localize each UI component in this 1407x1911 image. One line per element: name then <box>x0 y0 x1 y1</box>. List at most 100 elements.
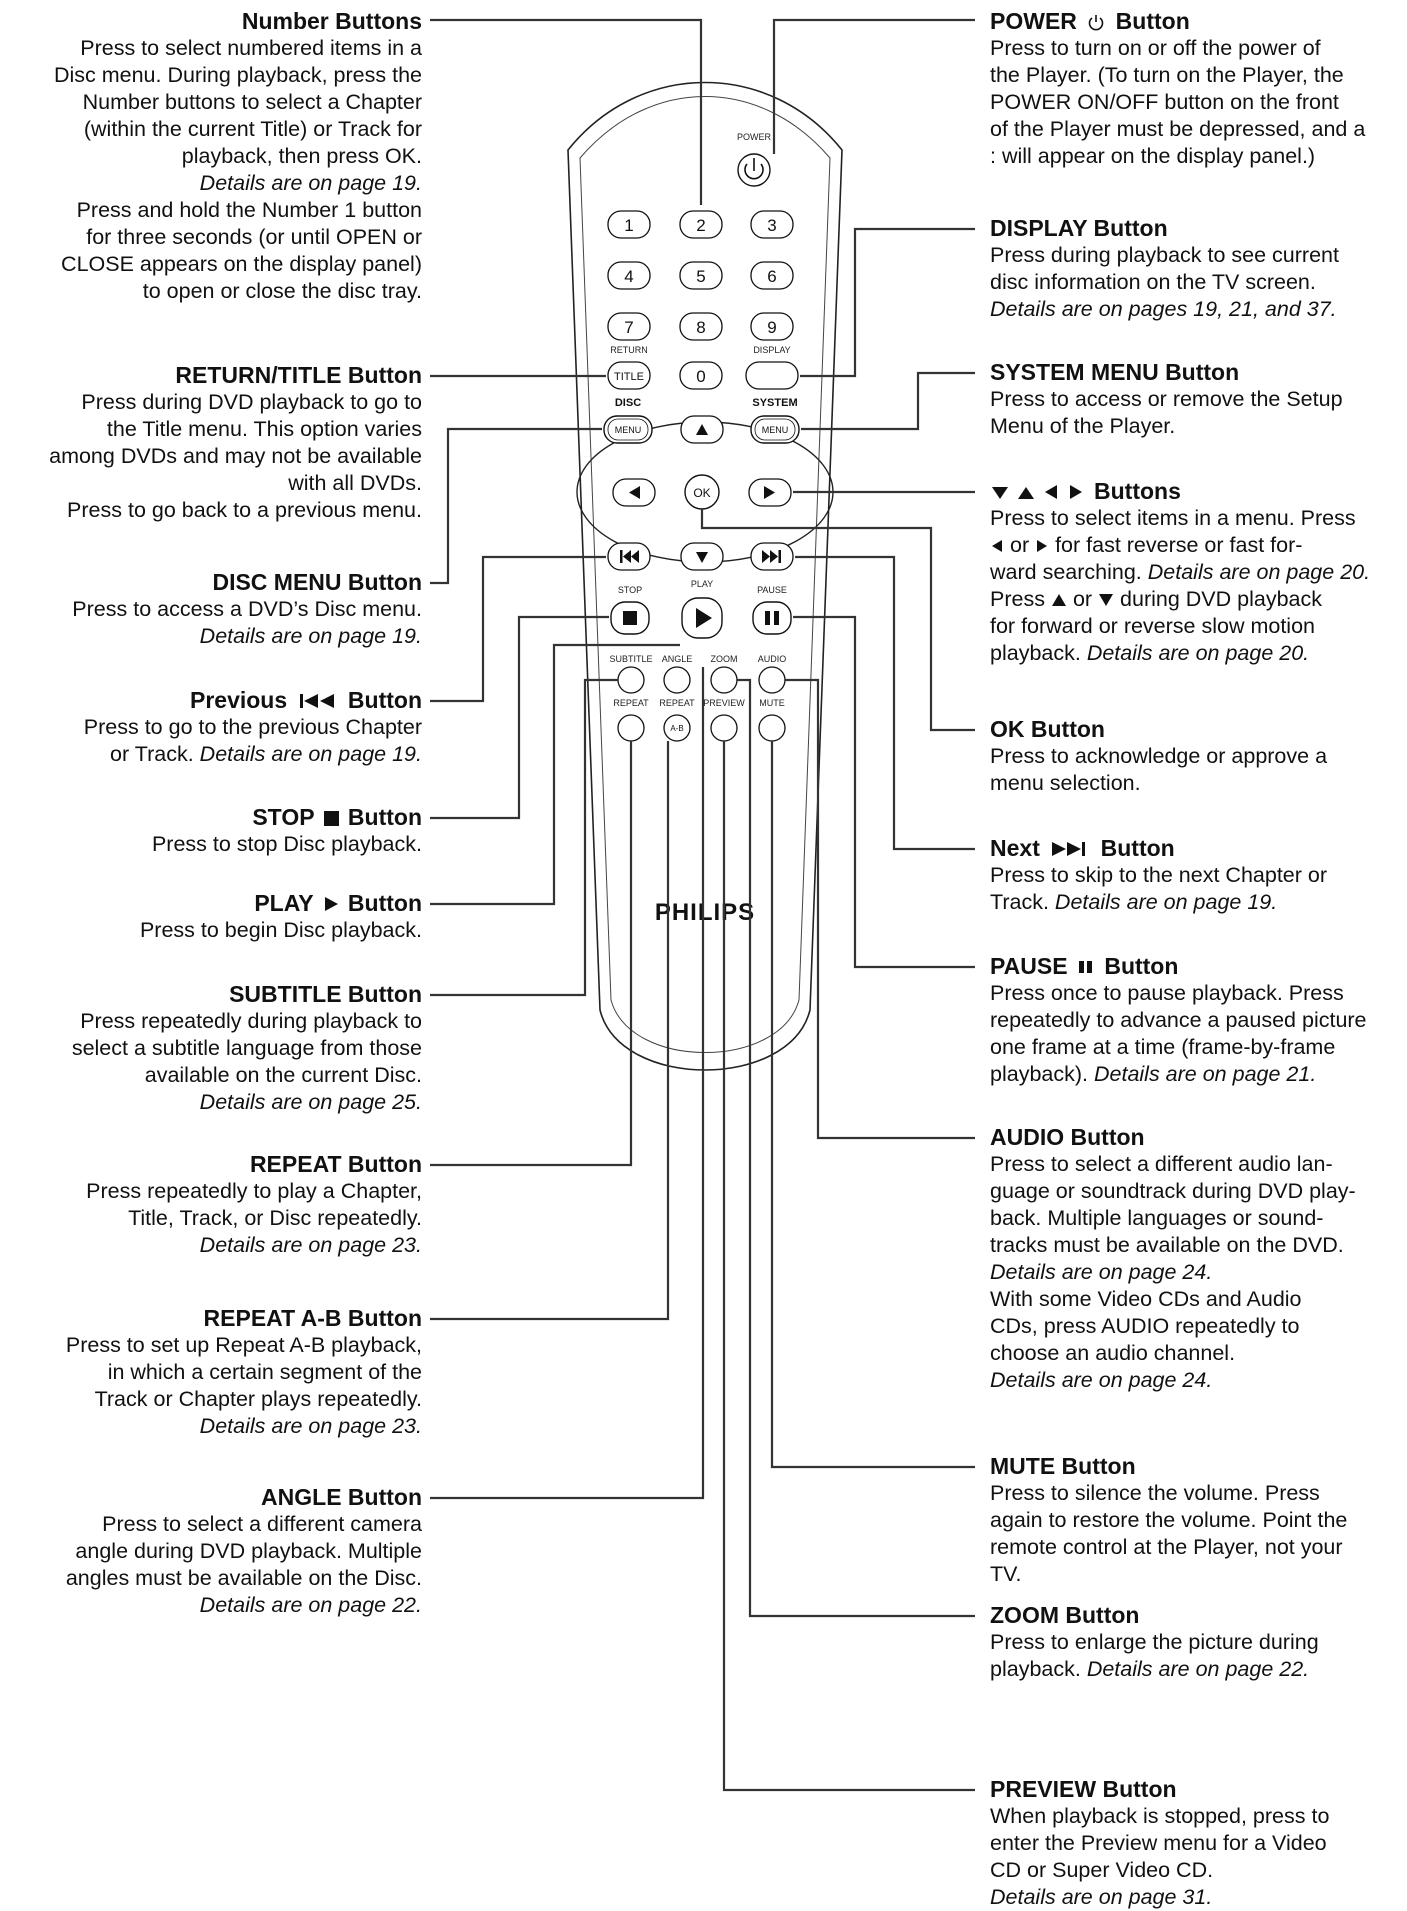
zoom-annotation: ZOOM Button Press to enlarge the picture… <box>990 1602 1400 1683</box>
repeat-ab-line-1: Press to set up Repeat A-B playback, <box>65 1333 422 1357</box>
mute-line-4: TV. <box>990 1562 1022 1586</box>
repeat-ab-line-2: in which a certain segment of the <box>107 1360 422 1384</box>
leader-power <box>772 18 975 154</box>
stop-icon <box>623 611 637 625</box>
zoom-button[interactable] <box>710 666 738 694</box>
ab-label: A-B <box>670 724 683 733</box>
preview-label: PREVIEW <box>703 698 745 708</box>
pause-annotation: PAUSE Button Press once to pause playbac… <box>990 953 1400 1088</box>
leader-display <box>800 227 975 378</box>
digit-8: 8 <box>696 318 705 337</box>
number-button-3[interactable] <box>750 210 794 239</box>
remote-inner-outline <box>579 96 831 1053</box>
number-button-0[interactable] <box>679 361 723 390</box>
brand-logo: PHILIPS <box>655 899 755 926</box>
right-arrow-icon <box>764 486 775 499</box>
arrows-line-4b: or <box>1072 587 1093 611</box>
digit-2: 2 <box>696 216 705 235</box>
power-title-suffix: Button <box>1115 8 1190 34</box>
arrows-annotation: Buttons Press to select items in a menu.… <box>990 478 1400 667</box>
leader-play <box>430 643 680 906</box>
number-details: Details are on page 19. <box>199 171 422 195</box>
arrows-details-1: Details are on page 20. <box>1147 560 1371 584</box>
display-details: Details are on pages 19, 21, and 37. <box>990 297 1337 321</box>
return-line-5: Press to go back to a previous menu. <box>67 498 422 522</box>
arrows-line-3: ward searching. <box>990 560 1142 584</box>
power-icon <box>744 158 764 180</box>
repeat-button[interactable] <box>617 714 645 742</box>
preview-annotation: PREVIEW Button When playback is stopped,… <box>990 1776 1400 1911</box>
previous-details: Details are on page 19. <box>199 742 422 766</box>
play-annotation: PLAY Button Press to begin Disc playback… <box>0 890 422 944</box>
return-line-4: with all DVDs. <box>288 471 422 495</box>
repeat-ab-details: Details are on page 23. <box>199 1414 422 1438</box>
leader-mute <box>770 741 975 1469</box>
leader-subtitle <box>430 678 618 997</box>
ok-line-2: menu selection. <box>990 771 1141 795</box>
number-line-5: playback, then press OK. <box>181 144 422 168</box>
number-button-4[interactable] <box>607 261 651 290</box>
number-button-7[interactable] <box>607 312 651 341</box>
audio-details-1: Details are on page 24. <box>990 1260 1213 1284</box>
digit-3: 3 <box>767 216 776 235</box>
number-button-9[interactable] <box>750 312 794 341</box>
power-title: POWER <box>990 8 1077 34</box>
subtitle-button[interactable] <box>617 666 645 694</box>
number-line-1: Press to select numbered items in a <box>80 36 422 60</box>
leader-angle <box>430 667 705 1500</box>
play-line-1: Press to begin Disc playback. <box>139 918 422 942</box>
arrows-line-2a: or <box>1009 533 1030 557</box>
mute-line-1: Press to silence the volume. Press <box>990 1481 1320 1505</box>
angle-label: ANGLE <box>662 654 693 664</box>
number-button-1[interactable] <box>607 210 651 239</box>
display-label: DISPLAY <box>753 345 790 355</box>
disc-label: DISC <box>615 397 641 409</box>
power-line-3: POWER ON/OFF button on the front <box>990 90 1339 114</box>
system-label: SYSTEM <box>752 397 797 409</box>
ok-annotation: OK Button Press to acknowledge or approv… <box>990 716 1400 797</box>
pause-line-1: Press once to pause playback. Press <box>990 981 1344 1005</box>
repeat-ab-line-3: Track or Chapter plays repeatedly. <box>94 1387 422 1411</box>
number-button-5[interactable] <box>679 261 723 290</box>
mute-button[interactable] <box>758 714 786 742</box>
repeat-annotation: REPEAT Button Press repeatedly to play a… <box>0 1151 422 1259</box>
play-icon <box>696 608 712 628</box>
previous-annotation: Previous Button Press to go to the previ… <box>0 687 422 768</box>
zoom-last-plain: playback. <box>990 1657 1081 1681</box>
left-arrow-icon <box>629 486 640 499</box>
ok-label: OK <box>693 486 710 500</box>
preview-button[interactable] <box>710 714 738 742</box>
return-line-2: the Title menu. This option varies <box>106 417 422 441</box>
system-menu-text: MENU <box>762 425 789 435</box>
display-button[interactable] <box>745 361 799 390</box>
pause-button[interactable] <box>752 601 792 635</box>
subtitle-details: Details are on page 25. <box>199 1090 422 1114</box>
number-button-2[interactable] <box>679 210 723 239</box>
number-button-8[interactable] <box>679 312 723 341</box>
audio-line-2: guage or soundtrack during DVD play- <box>990 1179 1356 1203</box>
repeat-ab-button[interactable] <box>663 714 691 742</box>
preview-title: PREVIEW Button <box>990 1776 1177 1802</box>
stop-annotation: STOP Button Press to stop Disc playback. <box>0 804 422 858</box>
system-menu-button[interactable] <box>750 415 800 444</box>
audio-button[interactable] <box>758 666 786 694</box>
power-line-2: the Player. (To turn on the Player, the <box>990 63 1344 87</box>
repeat-title: REPEAT Button <box>249 1151 422 1177</box>
next-last-plain: Track. <box>990 890 1049 914</box>
number-button-6[interactable] <box>750 261 794 290</box>
power-title-icon <box>1088 15 1104 31</box>
disc-menu-inner <box>607 418 649 441</box>
previous-title-suffix: Button <box>347 687 422 713</box>
return-title-button[interactable] <box>607 361 651 390</box>
disc-menu-button[interactable] <box>603 415 653 444</box>
angle-button[interactable] <box>663 666 691 694</box>
pause-line-2: repeatedly to advance a paused picture <box>990 1008 1367 1032</box>
angle-line-1: Press to select a different camera <box>102 1512 422 1536</box>
angle-line-3: angles must be available on the Disc. <box>65 1566 422 1590</box>
leader-audio <box>785 678 975 1140</box>
system-menu-title: SYSTEM MENU Button <box>990 359 1240 385</box>
down-arrow-inline-icon <box>1099 594 1114 606</box>
leader-lines <box>430 18 975 1792</box>
repeat-label: REPEAT <box>613 698 649 708</box>
audio-details-2: Details are on page 24. <box>990 1368 1213 1392</box>
